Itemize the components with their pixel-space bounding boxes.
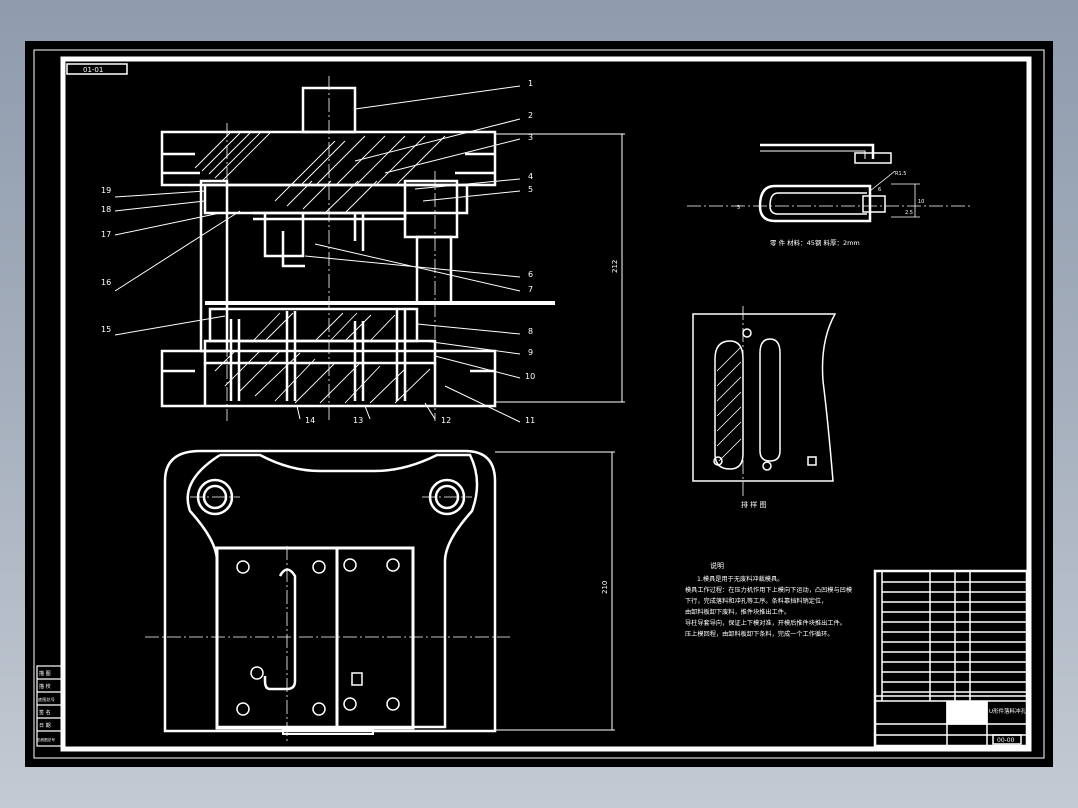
inner-frame xyxy=(60,56,1032,752)
width-dimension-value: 210 xyxy=(601,581,609,594)
part-dim: 6 xyxy=(878,187,881,193)
top-left-label: 01-01 xyxy=(83,66,103,74)
notes-line: 由卸料板卸下废料，推件块推出工件。 xyxy=(685,608,790,616)
part-number: 13 xyxy=(353,416,363,425)
part-number: 18 xyxy=(101,205,111,214)
drawing-text: 01-01 19 18 17 16 15 1 2 3 4 5 6 7 8 9 1… xyxy=(37,66,1032,744)
cad-drawing: 01-01 19 18 17 16 15 1 2 3 4 5 6 7 8 9 1… xyxy=(33,49,1045,759)
part-number: 1 xyxy=(528,79,533,88)
part-sketch-caption: 零 件 材料：45钢 料厚：2mm xyxy=(770,238,860,247)
part-number: 5 xyxy=(528,185,533,194)
cad-drawing-canvas: 01-01 19 18 17 16 15 1 2 3 4 5 6 7 8 9 1… xyxy=(25,41,1053,767)
part-number: 2 xyxy=(528,111,533,120)
section-view xyxy=(160,86,555,408)
drawing-title: U形件落料冲孔模 xyxy=(989,707,1032,715)
part-number: 6 xyxy=(528,270,533,279)
section-hatching xyxy=(194,132,446,404)
top-left-label-box xyxy=(66,63,128,75)
part-number: 8 xyxy=(528,327,533,336)
notes-line: 下行，完成落料和冲孔等工序。条料靠挡料销定位， xyxy=(685,597,827,605)
section-centerlines xyxy=(226,76,436,421)
notes-line: 模具工作过程：在压力机作用下上模向下运动，凸凹模与凹模 xyxy=(685,586,852,594)
part-number: 11 xyxy=(525,416,535,425)
part-number: 19 xyxy=(101,186,111,195)
title-block xyxy=(873,569,1029,748)
outer-frame xyxy=(33,49,1045,759)
part-number: 9 xyxy=(528,348,533,357)
plan-view xyxy=(163,449,497,735)
part-number: 4 xyxy=(528,172,533,181)
section-leaders xyxy=(114,85,625,423)
stamp-row-label: 底图总号 xyxy=(38,696,55,703)
part-number: 3 xyxy=(528,133,533,142)
part-number: 12 xyxy=(441,416,451,425)
notes-line: 导柱导套导向，保证上下模对准，开模后推件块推出工件。 xyxy=(685,619,846,627)
stamp-row-label: 签 名 xyxy=(39,709,51,716)
part-dim: 5 xyxy=(737,205,740,211)
strip-layout-caption: 排 样 图 xyxy=(741,500,766,509)
part-number: 16 xyxy=(101,278,111,287)
strip-layout xyxy=(692,306,837,496)
part-number: 14 xyxy=(305,416,315,425)
part-number: 15 xyxy=(101,325,111,334)
stamp-row-label: 旧底图总号 xyxy=(37,737,55,742)
height-dimension-value: 212 xyxy=(611,260,619,273)
notes-line: 1.模具是用于无废料冲裁模具。 xyxy=(697,575,783,583)
notes-title: 说明 xyxy=(710,561,724,570)
part-sketch xyxy=(758,143,892,223)
part-number: 10 xyxy=(525,372,535,381)
notes-line: 压上模回程，由卸料板卸下条料，完成一个工作循环。 xyxy=(685,630,834,638)
stamp-row-label: 描 校 xyxy=(39,683,51,690)
part-number: 7 xyxy=(528,285,533,294)
part-number: 17 xyxy=(101,230,111,239)
plan-view-centerlines xyxy=(145,496,510,741)
strip-hatch xyxy=(716,346,742,462)
drawing-number: 00-00 xyxy=(997,737,1015,744)
part-dim: 2.5 xyxy=(905,210,913,216)
plan-dimension xyxy=(495,451,615,731)
part-sketch-dims xyxy=(687,170,970,218)
plan-view-holes xyxy=(236,558,400,716)
part-dim-radius: R1.5 xyxy=(895,171,906,177)
stamp-row-label: 描 图 xyxy=(39,670,51,677)
part-dim: 10 xyxy=(918,199,924,205)
stamp-row-label: 日 期 xyxy=(39,723,51,729)
left-stamp-strip xyxy=(36,665,63,747)
